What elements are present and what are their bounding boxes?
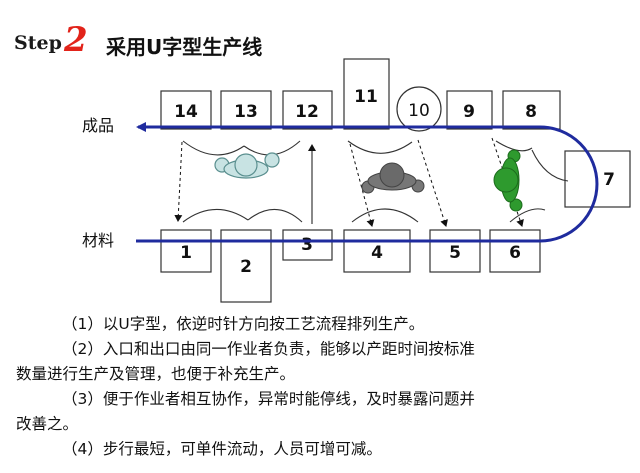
station-14-label: 14 <box>174 102 198 122</box>
station-1: 1 <box>160 229 212 273</box>
station-11-label: 11 <box>354 87 378 107</box>
note-3: （3）便于作业者相互协作，异常时能停线，及时暴露问题并 <box>62 390 475 408</box>
station-9: 9 <box>446 90 493 130</box>
station-14: 14 <box>160 90 212 130</box>
station-3-label: 3 <box>301 235 313 255</box>
station-6-label: 6 <box>509 243 521 263</box>
note-2-cont: 数量进行生产及管理，也便于补充生产。 <box>16 365 296 383</box>
station-2-label: 2 <box>240 257 252 277</box>
station-11: 11 <box>343 58 390 130</box>
station-1-label: 1 <box>180 243 192 263</box>
station-13: 13 <box>220 90 272 130</box>
step-number: 2 <box>64 20 88 60</box>
transfer-arrows <box>174 137 524 227</box>
page-title: 采用U字型生产线 <box>106 35 263 59</box>
station-12: 12 <box>282 90 333 130</box>
note-4: （4）步行最短，可单件流动，人员可增可减。 <box>62 440 382 458</box>
output-label: 成品 <box>82 116 114 135</box>
station-5-label: 5 <box>449 243 461 263</box>
step-word: Step <box>14 32 62 54</box>
station-7-label: 7 <box>603 170 615 190</box>
station-13-label: 13 <box>234 102 258 122</box>
station-8: 8 <box>502 90 561 130</box>
station-10-label: 10 <box>408 101 430 121</box>
station-5: 5 <box>429 229 481 273</box>
input-label: 材料 <box>82 231 114 250</box>
station-10: 10 <box>396 86 442 132</box>
worker-3 <box>493 149 523 212</box>
worker-2 <box>361 162 425 194</box>
station-6: 6 <box>489 229 541 273</box>
note-1: （1）以U字型，依逆时针方向按工艺流程排列生产。 <box>62 315 425 333</box>
station-3: 3 <box>282 229 333 261</box>
worker-1 <box>214 152 280 179</box>
station-9-label: 9 <box>463 102 475 122</box>
station-4: 4 <box>343 229 411 273</box>
station-12-label: 12 <box>295 102 319 122</box>
flow-line <box>136 122 599 243</box>
station-4-label: 4 <box>371 243 383 263</box>
notes: （1）以U字型，依逆时针方向按工艺流程排列生产。 （2）入口和出口由同一作业者负… <box>16 312 632 462</box>
note-3-cont: 改善之。 <box>16 415 79 433</box>
station-8-label: 8 <box>525 102 537 122</box>
walk-arcs <box>182 140 569 223</box>
note-2: （2）入口和出口由同一作业者负责，能够以产距时间按标准 <box>62 340 475 358</box>
